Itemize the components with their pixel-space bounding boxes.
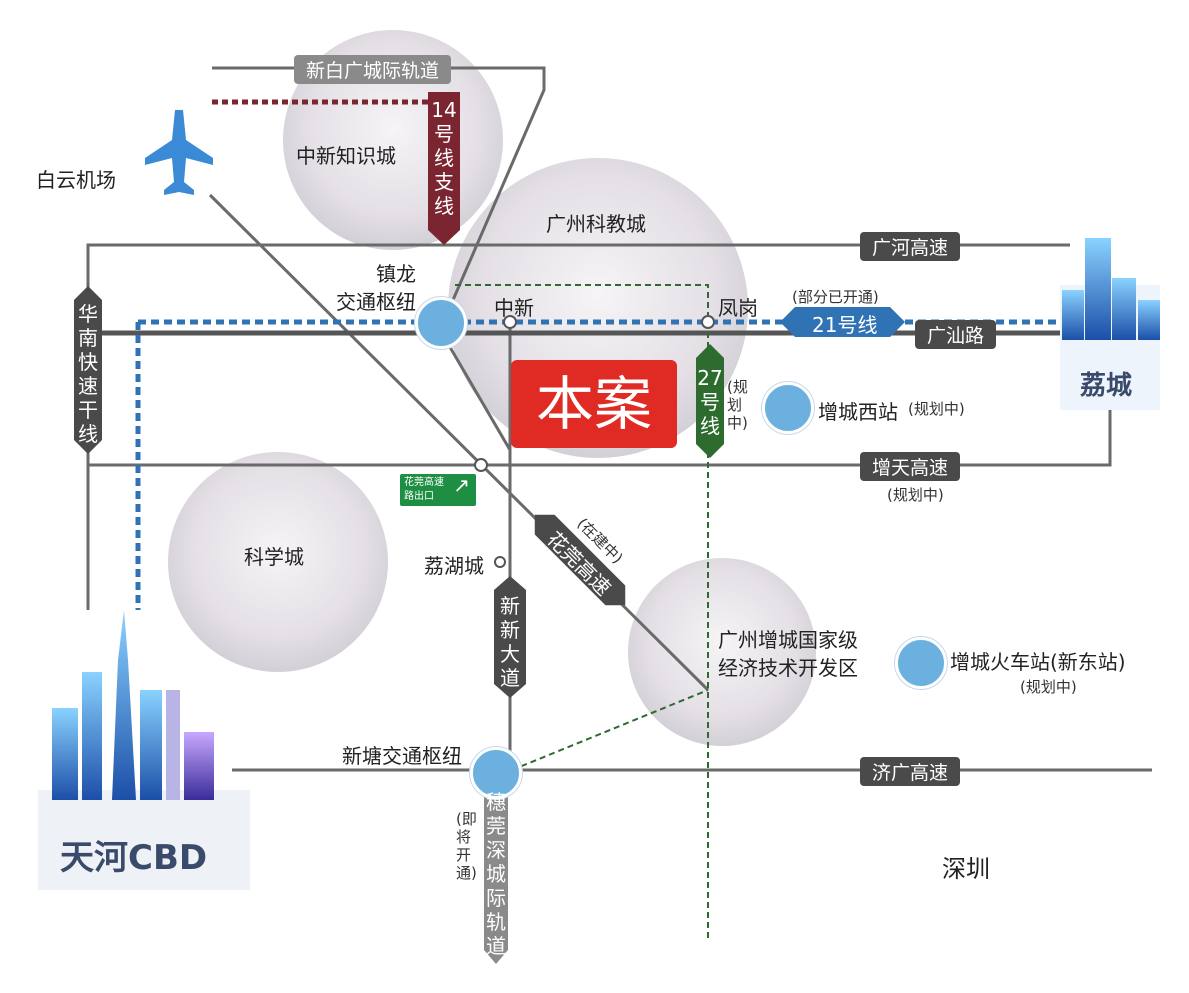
xintang-hub-station-icon: [470, 747, 522, 799]
note-zengtian: (规划中): [887, 486, 944, 504]
pill-guanghe: 广河高速: [860, 232, 961, 261]
project-tag: 本案: [511, 360, 677, 448]
zengcheng-rail-station-icon: [895, 637, 947, 689]
road-huawan: [208, 193, 710, 692]
label-zengcheng-west: 增城西站: [818, 400, 898, 424]
metro-line27: [455, 284, 709, 940]
licheng-skyline: [1060, 238, 1160, 410]
bubble-science-city: [168, 452, 388, 672]
note-zengcheng-rail: (规划中): [1020, 678, 1077, 696]
pill-line14: 14号线支线: [431, 98, 457, 218]
node-fenggang: [701, 315, 715, 329]
zengcheng-west-station-icon: [762, 382, 814, 434]
exit-arrow-icon: ↗: [453, 473, 470, 497]
note-line27: (规划中): [727, 378, 748, 432]
pill-xinbai: 新白广城际轨道: [294, 55, 452, 84]
label-xintang-hub: 新塘交通枢纽: [342, 744, 462, 768]
label-baiyun-airport: 白云机场: [36, 168, 116, 192]
label-dev-zone-1: 广州增城国家级: [718, 628, 858, 652]
road-sci-link: [438, 329, 512, 451]
label-sci-edu-city: 广州科教城: [546, 212, 646, 236]
label-dev-zone-2: 经济技术开发区: [718, 656, 858, 680]
note-zengcheng-west: (规划中): [908, 400, 965, 418]
label-zhongxin: 中新: [494, 296, 534, 320]
pill-suiguanshen: 穗莞深城际轨道: [486, 790, 506, 958]
zhenlong-hub-station-icon: [415, 297, 467, 349]
label-tianhe-cbd: 天河CBD: [60, 838, 208, 878]
label-fenggang: 凤岗: [718, 296, 758, 320]
label-zhenlong-1: 镇龙: [376, 262, 416, 286]
pill-jiguang: 济广高速: [860, 757, 961, 786]
note-suiguanshen: (即将开通): [456, 810, 477, 882]
label-shenzhen: 深圳: [942, 855, 990, 883]
node-zhongxin: [503, 315, 517, 329]
label-lichenghu: 荔湖城: [424, 554, 484, 578]
pill-huanan: 华南快速干线: [78, 302, 98, 446]
exit-sign: 花莞高速 路出口 ↗: [400, 474, 476, 506]
airplane-icon: [145, 110, 213, 195]
pill-zengtian: 增天高速: [860, 452, 961, 481]
label-zengcheng-rail: 增城火车站(新东站): [950, 650, 1126, 674]
road-zengtian: [88, 410, 1112, 467]
label-science-city: 科学城: [244, 545, 304, 569]
exit-sign-line2: 路出口: [404, 491, 434, 502]
bubble-dev-zone: [628, 558, 816, 746]
pill-line21: 21号线: [812, 313, 878, 337]
pill-line27: 27号线: [697, 366, 723, 438]
pill-guangshan: 广汕路: [915, 320, 997, 349]
pill-xinxin: 新新大道: [500, 594, 520, 690]
label-zhongxin-knowledge-city: 中新知识城: [296, 144, 396, 168]
note-line21: (部分已开通): [792, 288, 879, 306]
label-zhenlong-2: 交通枢纽: [336, 290, 416, 314]
exit-sign-line1: 花莞高速: [404, 477, 444, 488]
node-lichenghu: [494, 556, 506, 568]
label-licheng: 荔城: [1080, 371, 1133, 401]
node-zengtian: [474, 458, 488, 472]
tianhe-skyline: [38, 610, 250, 890]
